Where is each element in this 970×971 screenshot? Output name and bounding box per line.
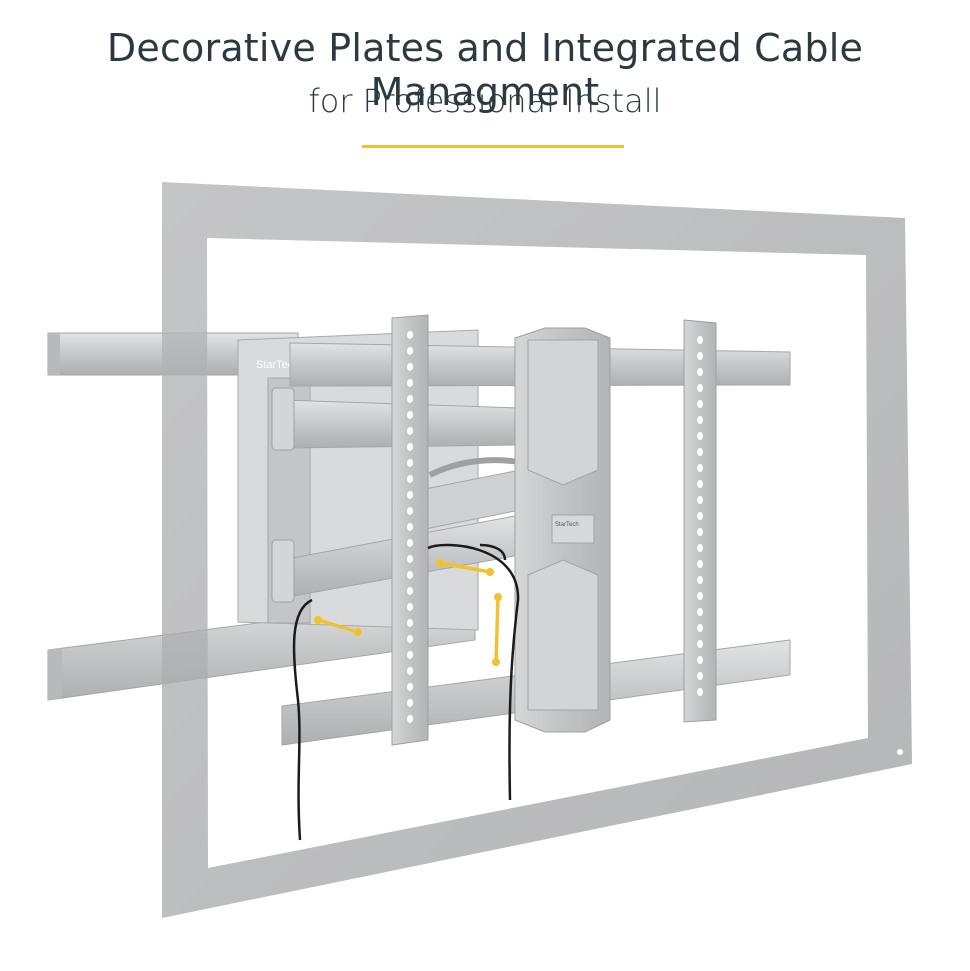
bracket-hole — [697, 624, 703, 632]
bracket-hole — [697, 416, 703, 424]
bracket-hole — [407, 427, 413, 435]
bracket-hole — [407, 667, 413, 675]
bracket-hole — [407, 699, 413, 707]
bracket-hole — [697, 496, 703, 504]
product-label: StarTech — [555, 522, 579, 528]
yellow-indicator-line — [438, 561, 492, 574]
bracket-hole — [407, 635, 413, 643]
bracket-hole — [407, 475, 413, 483]
subheadline: for Professional Install — [308, 82, 662, 120]
bracket-hole — [407, 715, 413, 723]
vertical-bracket-right — [683, 319, 717, 723]
bracket-hole — [407, 395, 413, 403]
bracket-hole — [407, 331, 413, 339]
bracket-hole — [697, 336, 703, 344]
yellow-indicator-dot — [314, 616, 322, 624]
bracket-hole — [697, 512, 703, 520]
center-arm-plate: StarTech — [514, 327, 611, 733]
bracket-hole — [697, 608, 703, 616]
bracket-hole — [407, 347, 413, 355]
bracket-hole — [407, 379, 413, 387]
bracket-hole — [697, 400, 703, 408]
bracket-hole — [407, 363, 413, 371]
bracket-hole — [697, 592, 703, 600]
bracket-hole — [407, 683, 413, 691]
bracket-hole — [697, 576, 703, 584]
bracket-hole — [697, 672, 703, 680]
yellow-indicator-line — [316, 618, 360, 634]
yellow-indicator-dot — [492, 658, 500, 666]
bracket-hole — [407, 411, 413, 419]
yellow-indicator-dot — [486, 568, 494, 576]
bracket-hole — [697, 384, 703, 392]
bracket-hole — [407, 539, 413, 547]
bracket-hole — [697, 464, 703, 472]
bracket-hole — [697, 448, 703, 456]
yellow-indicator-dot — [494, 593, 502, 601]
mount-illustration: StarTech StarTech — [47, 182, 912, 918]
bracket-hole — [407, 459, 413, 467]
bracket-hole — [407, 443, 413, 451]
bracket-hole — [407, 507, 413, 515]
yellow-indicator-line — [494, 595, 500, 664]
bracket-hole — [697, 560, 703, 568]
yellow-indicator-dot — [354, 628, 362, 636]
arrow-indicator-icon — [314, 559, 502, 666]
bracket-hole — [697, 368, 703, 376]
bracket-hole — [697, 656, 703, 664]
bracket-hole — [407, 555, 413, 563]
tv-outline-icon — [162, 182, 912, 918]
headline: Decorative Plates and Integrated Cable M… — [106, 26, 864, 114]
bracket-hole — [697, 640, 703, 648]
cable-icon — [292, 543, 520, 841]
bracket-hole — [407, 651, 413, 659]
bracket-hole — [407, 603, 413, 611]
bracket-hole — [407, 571, 413, 579]
bracket-hole — [407, 587, 413, 595]
vertical-bracket-left — [391, 314, 429, 746]
wall-plate-logo: StarTech — [256, 359, 299, 371]
bracket-hole — [697, 544, 703, 552]
bracket-hole — [697, 432, 703, 440]
bracket-hole — [407, 491, 413, 499]
bracket-hole — [697, 528, 703, 536]
bracket-hole — [407, 619, 413, 627]
bracket-hole — [697, 352, 703, 360]
bracket-hole — [407, 523, 413, 531]
bracket-hole — [697, 688, 703, 696]
bracket-hole — [697, 480, 703, 488]
yellow-indicator-dot — [436, 559, 444, 567]
accent-divider — [362, 145, 624, 148]
